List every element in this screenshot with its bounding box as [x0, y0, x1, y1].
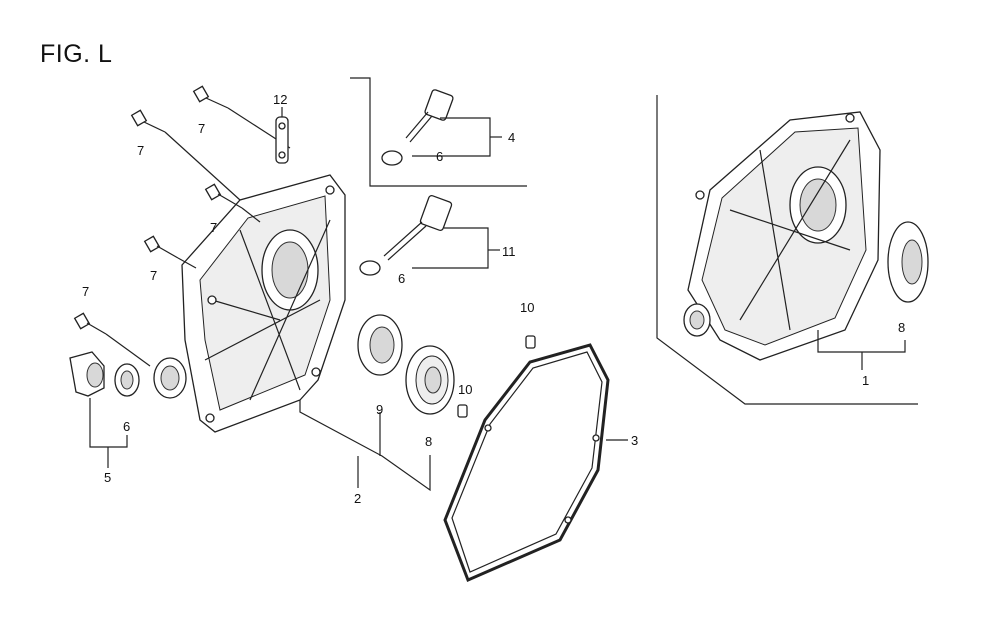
- callout-11: 11: [502, 244, 516, 259]
- plate-12: [275, 116, 289, 164]
- callout-8-assembled: 8: [898, 320, 905, 335]
- flange-bolts: [73, 85, 291, 367]
- callout-7a: 7: [198, 121, 205, 136]
- oil-seal-8: [405, 345, 455, 415]
- inset-frame: [350, 77, 527, 187]
- callout-labels: 1 2 3 4 5 6 6 6 7 7 7 7 7 8 8 9 10 10 11…: [82, 92, 905, 506]
- oil-dipstick-11: [359, 194, 453, 276]
- callout-12: 12: [273, 92, 287, 107]
- dowel-pin-10a: [525, 335, 536, 349]
- bolt-7c: [204, 183, 243, 209]
- oil-dipstick-inset: [381, 89, 454, 166]
- bearing-9: [357, 314, 403, 376]
- callout-6-inset: 6: [436, 149, 443, 164]
- callout-8-bearing: 8: [425, 434, 432, 449]
- callout-6-left: 6: [123, 419, 130, 434]
- bolt-7e: [73, 312, 107, 335]
- bolt-7d: [143, 235, 179, 259]
- callout-7c: 7: [210, 220, 217, 235]
- callout-lines: [89, 107, 906, 492]
- sleeve-5: [69, 351, 105, 397]
- gasket-3: [443, 343, 610, 583]
- bolt-7b: [130, 109, 166, 133]
- figure-title: FIG. L: [40, 40, 113, 68]
- callout-1: 1: [862, 373, 869, 388]
- callout-3: 3: [631, 433, 638, 448]
- callout-6-dipstick: 6: [398, 271, 405, 286]
- callout-7d: 7: [150, 268, 157, 283]
- bolt-7a: [192, 85, 229, 109]
- assembled-frame: [656, 95, 918, 405]
- callout-5: 5: [104, 470, 111, 485]
- callout-9: 9: [376, 402, 383, 417]
- dowel-pin-10b: [457, 404, 468, 418]
- callout-4: 4: [508, 130, 515, 145]
- seal-6-left: [114, 363, 140, 397]
- crankcase-cover-assembled: [683, 111, 929, 361]
- callout-7e: 7: [82, 284, 89, 299]
- callout-10a: 10: [520, 300, 534, 315]
- callout-2: 2: [354, 491, 361, 506]
- crankcase-cover-exploded: [153, 174, 346, 433]
- callout-10b: 10: [458, 382, 472, 397]
- callout-7b: 7: [137, 143, 144, 158]
